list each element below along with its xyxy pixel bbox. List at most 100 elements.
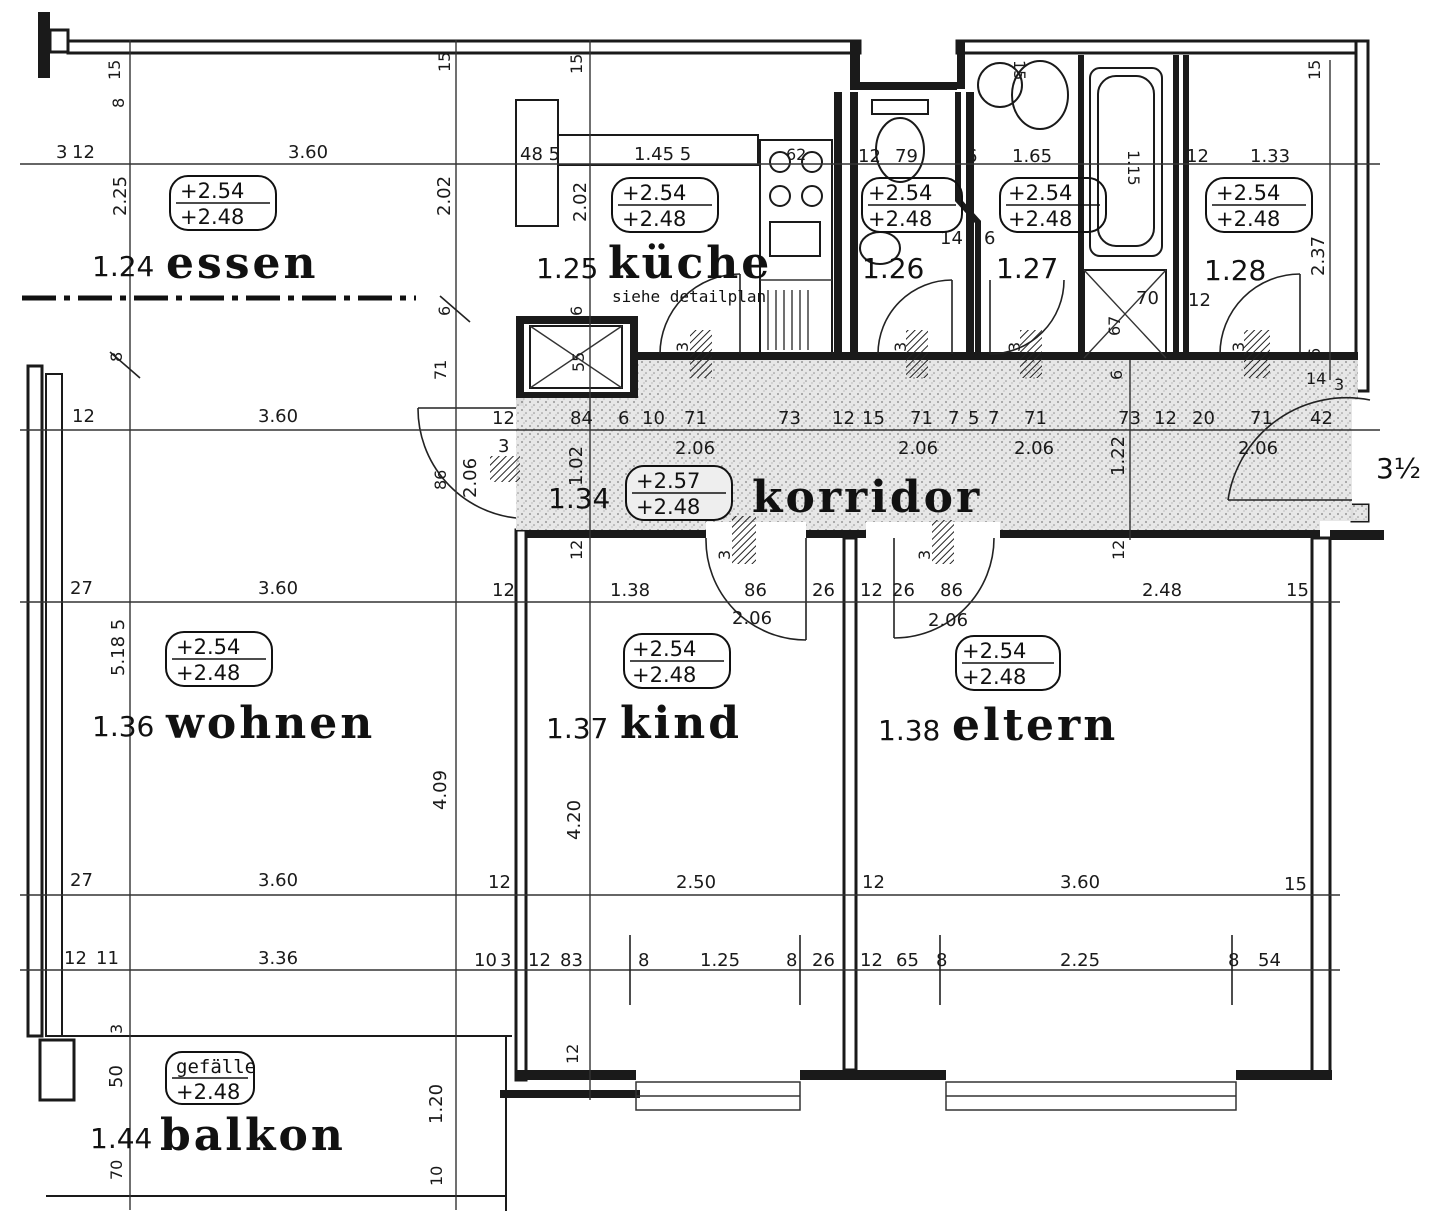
dim-label: 14 <box>940 228 963 249</box>
dim-label: 8 <box>786 950 797 971</box>
elevation-tag-kind: +2.54 +2.48 <box>623 633 731 689</box>
svg-text:+2.48: +2.48 <box>636 495 700 519</box>
elevation-tag-essen: +2.54 +2.48 <box>169 175 277 231</box>
room-number-126: 1.26 <box>862 252 924 285</box>
svg-text:+2.54: +2.54 <box>1216 181 1280 205</box>
elevation-tag-korridor: +2.57 +2.48 <box>625 465 733 521</box>
dim-label: 3 <box>715 550 734 560</box>
elevation-tag-eltern: +2.54 +2.48 <box>955 635 1061 691</box>
dim-label: 2.06 <box>1238 438 1278 459</box>
svg-text:gefälle: gefälle <box>176 1056 256 1078</box>
dim-label: 6 <box>984 228 995 249</box>
dim-label: 1.15 <box>1124 150 1143 186</box>
elevation-tags: +2.54 +2.48 +2.54 +2.48 +2.54 +2.48 +2.5… <box>165 175 1313 1105</box>
dim-label: 12 <box>492 580 515 601</box>
bathtub-icon <box>1089 67 1163 257</box>
dim-label: 15 <box>105 60 124 80</box>
dim-label: 15 <box>435 52 454 72</box>
room-name-wohnen: wohnen <box>165 698 375 749</box>
svg-text:+2.48: +2.48 <box>622 207 686 231</box>
svg-text:+2.57: +2.57 <box>636 469 700 493</box>
dim-label: 70 <box>107 1160 126 1180</box>
dim-label: 50 <box>106 1065 127 1088</box>
room-number-balkon: 1.44 <box>90 1122 152 1155</box>
dim-label: 70 <box>1136 288 1159 309</box>
dim-label: 65 <box>896 950 919 971</box>
dim-label: 12 <box>832 408 855 429</box>
dim-label: 86 <box>940 580 963 601</box>
dim-label: 62 <box>786 145 806 164</box>
dim-label: 14 <box>1306 369 1326 388</box>
dim-label: 27 <box>70 870 93 891</box>
dim-label: 1.20 <box>426 1084 447 1124</box>
dim-label: 6 <box>435 306 454 316</box>
dim-label: 3 <box>891 342 910 352</box>
room-number-korridor: 1.34 <box>548 482 610 515</box>
dim-label: 12 <box>862 872 885 893</box>
dim-label: 12 <box>860 580 883 601</box>
dim-label: 6 <box>1305 348 1324 358</box>
dim-label: 12 <box>860 950 883 971</box>
right-wall-lower <box>1310 536 1332 1080</box>
dim-label: 8 <box>1228 950 1239 971</box>
chimney <box>38 12 50 78</box>
dim-label: 79 <box>895 146 918 167</box>
dim-label: 3 <box>498 436 509 457</box>
dim-label: 12 <box>1109 540 1128 560</box>
dim-label: 26 <box>812 950 835 971</box>
dim-label: 1.25 <box>700 950 740 971</box>
dim-label: 2.06 <box>928 610 968 631</box>
room-number-essen: 1.24 <box>92 250 154 283</box>
dim-label: 8 <box>638 950 649 971</box>
svg-text:+2.48: +2.48 <box>962 665 1026 689</box>
dim-label: 5.18 5 <box>108 619 129 676</box>
dim-label: 12 <box>72 142 95 163</box>
top-wall-right <box>955 39 1369 55</box>
room-number-kueche: 1.25 <box>536 252 598 285</box>
dim-label: 2.06 <box>460 458 481 498</box>
room-labels: 1.24 essen 1.25 küche siehe detailplan 1… <box>90 238 1421 1161</box>
dim-label: 3.60 <box>1060 872 1100 893</box>
room-number-128: 1.28 <box>1204 254 1266 287</box>
dim-label: 2.25 <box>1060 950 1100 971</box>
room-name-eltern: eltern <box>952 700 1118 751</box>
dim-label: 12 <box>1186 146 1209 167</box>
dim-label: 3 <box>1334 375 1344 394</box>
dim-label: 6 <box>567 306 586 316</box>
dim-label: 15 <box>567 54 586 74</box>
dim-label: 54 <box>1258 950 1281 971</box>
svg-text:+2.48: +2.48 <box>176 661 240 685</box>
dim-label: 71 <box>910 408 933 429</box>
dim-label: 15 <box>862 408 885 429</box>
room-name-kind: kind <box>620 698 742 749</box>
dim-label: 20 <box>1192 408 1215 429</box>
dim-label: 48 5 <box>520 144 560 165</box>
dim-label: 12 <box>64 948 87 969</box>
svg-text:+2.54: +2.54 <box>868 181 932 205</box>
elevation-tag-kueche: +2.54 +2.48 <box>611 177 719 233</box>
dim-label: 3 <box>500 950 511 971</box>
elevation-tag-128: +2.54 +2.48 <box>1205 177 1313 233</box>
dim-label: 3 <box>673 342 692 352</box>
elevation-tag-balkon: gefälle +2.48 <box>165 1051 256 1105</box>
dim-label: 11 <box>96 948 119 969</box>
elevation-tag-127: +2.54 +2.48 <box>999 177 1107 233</box>
dim-label: 86 <box>431 470 450 490</box>
sink-icon <box>977 60 1069 130</box>
dim-label: 12 <box>72 406 95 427</box>
room-name-essen: essen <box>166 238 319 289</box>
dim-label: 3 <box>107 1024 126 1034</box>
dim-label: 3.60 <box>258 406 298 427</box>
dim-label: 27 <box>70 578 93 599</box>
kitchen-detail-note: siehe detailplan <box>612 287 766 306</box>
dim-label: 2.37 <box>1308 236 1329 276</box>
dim-label: 3.60 <box>258 578 298 599</box>
svg-text:+2.54: +2.54 <box>180 179 244 203</box>
dim-label: 26 <box>812 580 835 601</box>
dim-label: 12 <box>563 1044 582 1064</box>
dim-label: 1.02 <box>566 446 587 486</box>
dim-label: 71 <box>1250 408 1273 429</box>
dim-label: 12 <box>528 950 551 971</box>
dim-label: 2.06 <box>732 608 772 629</box>
